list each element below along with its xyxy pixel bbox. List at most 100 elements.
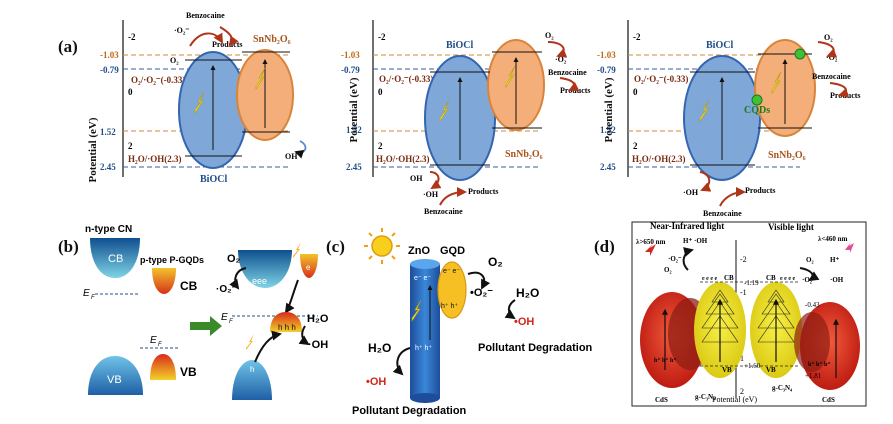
products-label: Products — [560, 86, 591, 95]
gqd-label: GQD — [440, 245, 465, 257]
y-axis-label: Potential (eV) — [603, 77, 615, 142]
tick-label: -2 — [633, 32, 641, 42]
pgqd-cb-band — [152, 268, 176, 294]
tick-label: 2.45 — [600, 162, 616, 172]
ef-label: E — [221, 312, 228, 323]
products-label: Products — [212, 40, 243, 49]
benzocaine-label: Benzocaine — [703, 209, 742, 218]
cds-left-label: CdS — [655, 396, 668, 404]
hydroxyl-radical-label: ·OH — [683, 188, 699, 197]
ef-label: E — [83, 288, 90, 299]
nir-wavelength: λ>650 nm — [636, 238, 666, 246]
cqd-dot-icon — [794, 48, 806, 60]
superoxide-label: ·O₂⁻ — [174, 26, 190, 35]
cn-vb-band — [88, 356, 143, 395]
ef-label: E — [150, 335, 157, 346]
vis-wavelength: λ<460 nm — [818, 235, 848, 243]
vb-value-right: +1.81 — [805, 372, 822, 380]
e-row: e e e e — [780, 276, 795, 282]
tick-label: 0 — [633, 87, 638, 97]
holes-zno: h⁺ h⁺ — [415, 345, 432, 352]
e-label: e — [306, 263, 311, 272]
h-label: h — [250, 365, 254, 374]
tick-label: 2 — [128, 141, 133, 151]
y-axis-label: Potential (eV) — [348, 77, 360, 142]
hydroxyl-radical-label: ·OH — [423, 190, 439, 199]
tick-label: 0 — [378, 87, 383, 97]
panel-a-label: (a) — [58, 37, 78, 56]
superoxide-right: ·O₂⁻ — [802, 276, 816, 284]
cb-right: CB — [766, 274, 776, 282]
o2-redox-label: O₂/·O₂⁻(-0.33) — [131, 75, 185, 85]
bioc-label: BiOCl — [706, 40, 733, 51]
cb-left: CB — [724, 274, 734, 282]
panel-b-label: (b) — [58, 237, 79, 256]
holes-gqd: h⁺ h⁺ — [441, 303, 458, 310]
oh-right-label: •OH — [514, 316, 534, 328]
tick-label: -2 — [128, 32, 136, 42]
pgqd-vb-band — [150, 354, 176, 380]
tick-label: -1 — [740, 288, 747, 297]
combined-cb-band — [238, 250, 292, 288]
cb-value-left: -1.19 — [744, 279, 759, 287]
light-bolt-icon — [194, 91, 205, 114]
cb-label: CB — [108, 253, 123, 265]
oh-right: ·OH — [830, 276, 844, 284]
ntype-label: n-type CN — [85, 224, 132, 235]
h-band — [232, 360, 272, 400]
tick-label: -2 — [740, 255, 747, 264]
degradation-left-label: Pollutant Degradation — [352, 405, 467, 417]
oh-label: ·OH — [308, 339, 328, 351]
o2-redox-label: O₂/·O₂⁻(-0.33) — [634, 74, 688, 84]
cqds-label: CQDs — [744, 105, 770, 116]
h2o-label: H₂O — [307, 313, 329, 325]
tick-label: 1.52 — [100, 127, 116, 137]
superoxide-label: ·O₂ — [555, 55, 567, 64]
o2-label-right: O₂ — [806, 256, 814, 264]
snnb2o6-label: SnNb₂O₆ — [505, 149, 543, 160]
visible-label: Visible light — [768, 222, 814, 232]
panel-d-label: (d) — [594, 237, 615, 256]
tick-label: -0.79 — [100, 65, 119, 75]
e-electrons: eee — [252, 276, 267, 286]
hplus-left: H⁺ — [683, 237, 692, 245]
combined-vb-band — [270, 312, 302, 332]
tick-label: -1.03 — [100, 50, 119, 60]
bioc-label: BiOCl — [200, 174, 227, 185]
sun-icon — [364, 228, 400, 264]
products-label: Products — [745, 186, 776, 195]
tick-label: 2 — [740, 387, 744, 396]
hydroxyl-label: OH — [285, 152, 298, 161]
light-bolt-icon — [505, 65, 516, 88]
products-label: Products — [468, 187, 499, 196]
panel-a-diagram-3: Potential (eV) -2 -1.03 -0.79 0 1.52 2 2… — [597, 20, 861, 218]
tick-label: 2 — [633, 141, 638, 151]
light-bolt-icon — [255, 67, 266, 90]
e-row: e e e e — [702, 276, 717, 282]
bioc-label: BiOCl — [446, 40, 473, 51]
light-bolt-icon — [771, 71, 782, 94]
electrons-gqd: e⁻ e⁻ — [443, 268, 460, 275]
oh-redox-label: H₂O/·OH(2.3) — [376, 154, 429, 164]
panel-a-diagram-2: Potential (eV) -2 -1.03 -0.79 0 1.52 2 2… — [341, 20, 591, 216]
nir-bolt-icon — [645, 244, 656, 256]
gcn-right-label: g-C₃N₄ — [772, 384, 793, 392]
tick-label: 2 — [378, 141, 383, 151]
tick-label: -0.79 — [597, 65, 616, 75]
vb-label-p: VB — [180, 365, 197, 379]
h2o-left-label: H₂O — [368, 341, 391, 355]
light-bolt-icon — [439, 99, 450, 122]
vb-left: VB — [722, 366, 732, 374]
oh-left-label: •OH — [366, 376, 386, 388]
panel-c-label: (c) — [326, 237, 345, 256]
o2-redox-label: O₂/·O₂⁻(-0.33) — [379, 74, 433, 84]
y-axis-label: Potential (eV) — [87, 117, 99, 182]
h-row: h⁺ h⁺ h⁺ — [808, 361, 831, 368]
degradation-right-label: Pollutant Degradation — [478, 342, 593, 354]
zno-cylinder — [410, 264, 440, 398]
o2-label: O₂ — [170, 56, 179, 65]
arrow-right-icon — [190, 316, 222, 336]
o2-label: O₂ — [824, 33, 833, 42]
vb-label: VB — [107, 374, 122, 386]
snnb2o6-label: SnNb₂O₆ — [253, 34, 291, 45]
